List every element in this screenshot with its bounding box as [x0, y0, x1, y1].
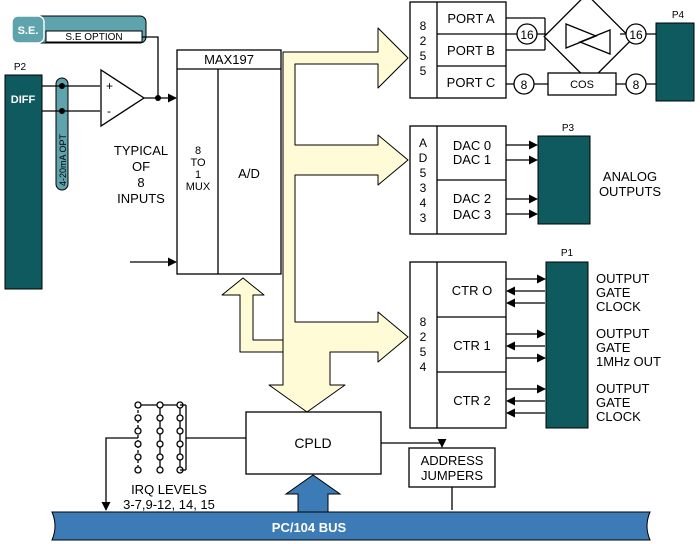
irq-to-bus	[101, 437, 138, 511]
dac0-label: DAC 0	[453, 138, 491, 153]
irq-jumper-array	[134, 401, 246, 474]
mux-label-1: 8	[195, 145, 201, 157]
p4-label: P4	[672, 10, 685, 21]
address-jumpers-2: JUMPERS	[421, 468, 483, 483]
typical-label-3: 8	[137, 175, 144, 190]
bus-width-8-left	[513, 73, 535, 95]
bus-width-8-right	[625, 73, 647, 95]
typical-label-1: TYPICAL	[114, 143, 168, 158]
se-option-label: S.E OPTION	[65, 32, 122, 43]
amp-output-node	[155, 95, 161, 101]
bus-width-16-right-label: 16	[629, 28, 643, 42]
address-jumpers-1: ADDRESS	[421, 453, 484, 468]
p4-connector	[655, 22, 695, 102]
dac3-label: DAC 3	[453, 207, 491, 222]
p1-g1-output: OUTPUT	[596, 326, 650, 341]
ad-label: A/D	[238, 166, 260, 181]
address-jumpers-block	[408, 447, 496, 488]
ppi-chip-1: 8	[420, 19, 427, 33]
p1-g2-output: OUTPUT	[596, 381, 650, 396]
dac-chip-4: 3	[420, 181, 427, 195]
bus-width-8-left-label: 8	[521, 78, 528, 92]
current-loop-option	[55, 77, 69, 191]
mux-label-2: TO	[190, 157, 206, 169]
cos-block	[547, 72, 617, 96]
ppi-chip-2: 2	[420, 34, 427, 48]
dac-chip-3: 5	[420, 166, 427, 180]
ctr1-label: CTR 1	[453, 338, 491, 353]
bus-width-16-left-label: 16	[520, 28, 534, 42]
pc104-bus	[51, 511, 651, 541]
cpld-label: CPLD	[294, 435, 331, 451]
dac-chip-6: 3	[420, 211, 427, 225]
internal-data-bus	[268, 27, 409, 413]
current-loop-label: 4-20mA OPT	[58, 133, 68, 186]
analog-outputs-1: ANALOG	[603, 169, 657, 184]
mux-label-3: 1	[195, 169, 201, 181]
ppi-chip-3: 5	[420, 49, 427, 63]
p3-connector	[537, 135, 591, 225]
p1-g0-output: OUTPUT	[596, 271, 650, 286]
ctr0-label: CTR O	[452, 283, 492, 298]
buffer-reverse	[578, 29, 611, 55]
dac1-label: DAC 1	[453, 152, 491, 167]
ctr-chip-4: 4	[420, 360, 427, 374]
max197-block	[176, 49, 282, 275]
typical-label-2: OF	[132, 159, 150, 174]
amp-plus: +	[106, 79, 113, 93]
analog-outputs-2: OUTPUTS	[599, 184, 661, 199]
mux-label-4: MUX	[186, 181, 211, 193]
p1-g1-1mhz: 1MHz OUT	[596, 354, 661, 369]
p1-g2-gate: GATE	[596, 395, 631, 410]
ppi-8255-block	[409, 1, 507, 99]
irq-levels-values: 3-7,9-12, 14, 15	[123, 497, 215, 512]
p1-label: P1	[561, 248, 574, 259]
p1-g2-clock: CLOCK	[596, 409, 641, 424]
cos-label: COS	[570, 79, 594, 91]
minus-node	[59, 108, 65, 114]
port-b-label: PORT B	[447, 43, 495, 58]
ppi-chip-4: 5	[420, 64, 427, 78]
bus-width-16-left	[516, 23, 538, 45]
ctr-chip-3: 5	[420, 345, 427, 359]
bus-width-16-right	[625, 23, 647, 45]
se-wire	[142, 36, 159, 97]
pc104-label: PC/104 BUS	[272, 520, 347, 535]
p1-g1-gate: GATE	[596, 340, 631, 355]
input-amplifier	[100, 68, 146, 128]
ctr-chip-2: 2	[420, 330, 427, 344]
dac2-label: DAC 2	[453, 191, 491, 206]
p1-g0-gate: GATE	[596, 285, 631, 300]
p2-diff-label: DIFF	[11, 94, 36, 106]
dac-chip-2: D	[419, 151, 428, 165]
se-badge	[11, 15, 45, 44]
port-a-label: PORT A	[447, 11, 495, 26]
ctr2-label: CTR 2	[453, 393, 491, 408]
se-badge-label: S.E.	[18, 25, 39, 37]
plus-node	[59, 83, 65, 89]
p1-connector	[545, 261, 589, 429]
p1-g0-clock: CLOCK	[596, 299, 641, 314]
pc104-to-cpld-arrow	[284, 474, 342, 513]
ctr-chip-1: 8	[420, 315, 427, 329]
port-c-label: PORT C	[447, 75, 496, 90]
dac-chip-5: 4	[420, 196, 427, 210]
ad-bus-link	[221, 277, 284, 353]
amp-minus: -	[107, 104, 111, 118]
cpld-to-jumpers	[381, 438, 447, 448]
ctr-8254-block	[409, 261, 507, 429]
p3-label: P3	[562, 123, 575, 134]
max197-title: MAX197	[204, 52, 254, 67]
bidirectional-buffer	[543, 0, 633, 83]
irq-levels-title: IRQ LEVELS	[131, 482, 207, 497]
typical-label-4: INPUTS	[117, 191, 165, 206]
dac-chip-1: A	[419, 136, 427, 150]
p2-connector	[4, 74, 43, 290]
bus-width-8-right-label: 8	[633, 78, 640, 92]
p2-label: P2	[14, 62, 27, 73]
